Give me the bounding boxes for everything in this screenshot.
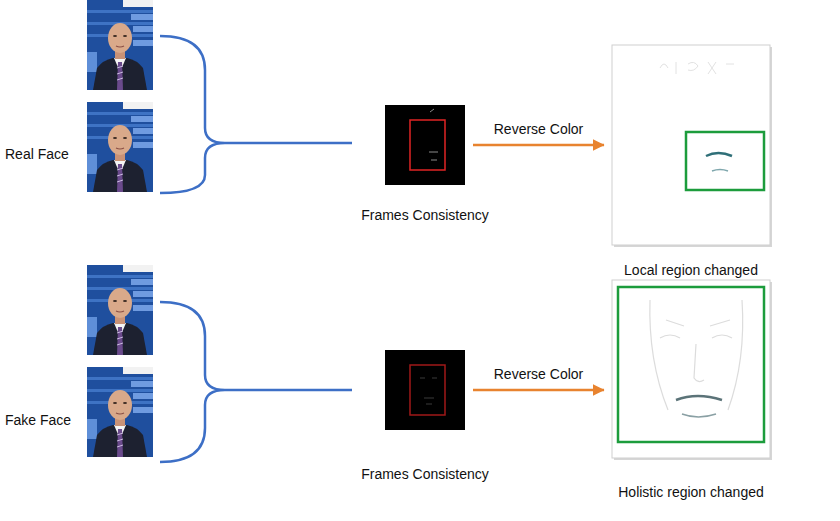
white-map — [612, 280, 770, 458]
fake-frame-photo — [87, 367, 153, 457]
consistency-map — [385, 350, 465, 430]
row-label: Fake Face — [5, 412, 71, 429]
edge-label: Reverse Color — [492, 366, 585, 383]
reversed-map — [612, 280, 772, 460]
mouth-trace — [712, 170, 728, 172]
white-map — [612, 45, 770, 245]
curly-bracket — [160, 302, 352, 462]
dark-map — [385, 105, 465, 185]
green-box — [618, 287, 764, 442]
red-box — [410, 120, 445, 170]
fake-frame-photo — [87, 265, 153, 355]
real-frame-photo — [87, 102, 153, 192]
flow-arrow — [473, 144, 604, 147]
real-frame-photo — [87, 0, 153, 90]
red-box — [410, 365, 445, 415]
faint-trace — [660, 62, 734, 74]
faint-trace — [429, 109, 438, 160]
node-caption: Holistic region changed — [618, 484, 764, 501]
consistency-map: Frames Consistency — [385, 105, 465, 185]
reversed-map — [612, 45, 772, 247]
consistency-map: Frames Consistency — [385, 350, 465, 430]
flow-arrow — [473, 389, 604, 392]
curly-bracket — [160, 36, 352, 193]
consistency-map — [385, 105, 465, 185]
face-photos — [87, 0, 153, 457]
node-caption: Frames Consistency — [361, 466, 489, 483]
mouth-trace — [706, 153, 732, 156]
mouth-trace — [676, 396, 722, 400]
faint-trace — [650, 300, 743, 410]
mouth-trace — [682, 414, 716, 417]
node-caption: Local region changed — [624, 262, 758, 279]
reversed-map: Local region changed — [612, 45, 770, 245]
row-label: Real Face — [5, 146, 69, 163]
faint-trace — [420, 378, 437, 404]
dark-map — [385, 350, 465, 430]
green-box — [686, 132, 764, 190]
node-caption: Frames Consistency — [361, 207, 489, 224]
reversed-map: Holistic region changed — [612, 280, 770, 458]
edge-label: Reverse Color — [492, 121, 585, 138]
